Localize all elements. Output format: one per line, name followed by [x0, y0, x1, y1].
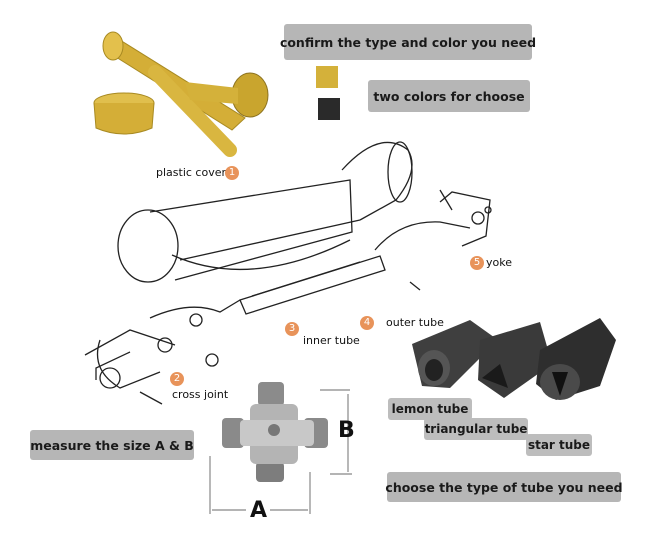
part-number-2: 2	[170, 372, 184, 386]
star-tube-tag[interactable]: star tube	[526, 434, 592, 456]
tube-photos	[412, 318, 616, 400]
part-number-4: 4	[360, 316, 374, 330]
choose-tube-banner: choose the type of tube you need	[385, 472, 623, 502]
part-label-outer-tube: outer tube	[386, 316, 444, 329]
black-color-swatch[interactable]	[318, 98, 340, 120]
triangular-tube-tag[interactable]: triangular tube	[424, 418, 528, 440]
dimension-label-b: B	[338, 418, 355, 443]
shaft-drawing	[84, 141, 492, 405]
part-label-yoke: yoke	[486, 256, 512, 269]
yellow-cover-photo	[93, 31, 269, 157]
dimension-lines	[209, 389, 352, 514]
part-number-5: 5	[470, 256, 484, 270]
cross-joint-photo	[222, 382, 328, 482]
confirm-type-color-banner: confirm the type and color you need	[280, 24, 536, 60]
two-colors-banner: two colors for choose	[368, 80, 530, 112]
part-number-1: 1	[225, 166, 239, 180]
part-label-inner-tube: inner tube	[303, 334, 360, 347]
measure-size-banner: measure the size A & B	[30, 430, 194, 460]
dimension-label-a: A	[250, 498, 268, 523]
part-label-cross-joint: cross joint	[172, 388, 229, 401]
yellow-color-swatch[interactable]	[316, 66, 338, 88]
part-label-plastic-cover: plastic cover	[156, 166, 227, 179]
part-number-3: 3	[285, 322, 299, 336]
lemon-tube-tag[interactable]: lemon tube	[388, 398, 472, 420]
